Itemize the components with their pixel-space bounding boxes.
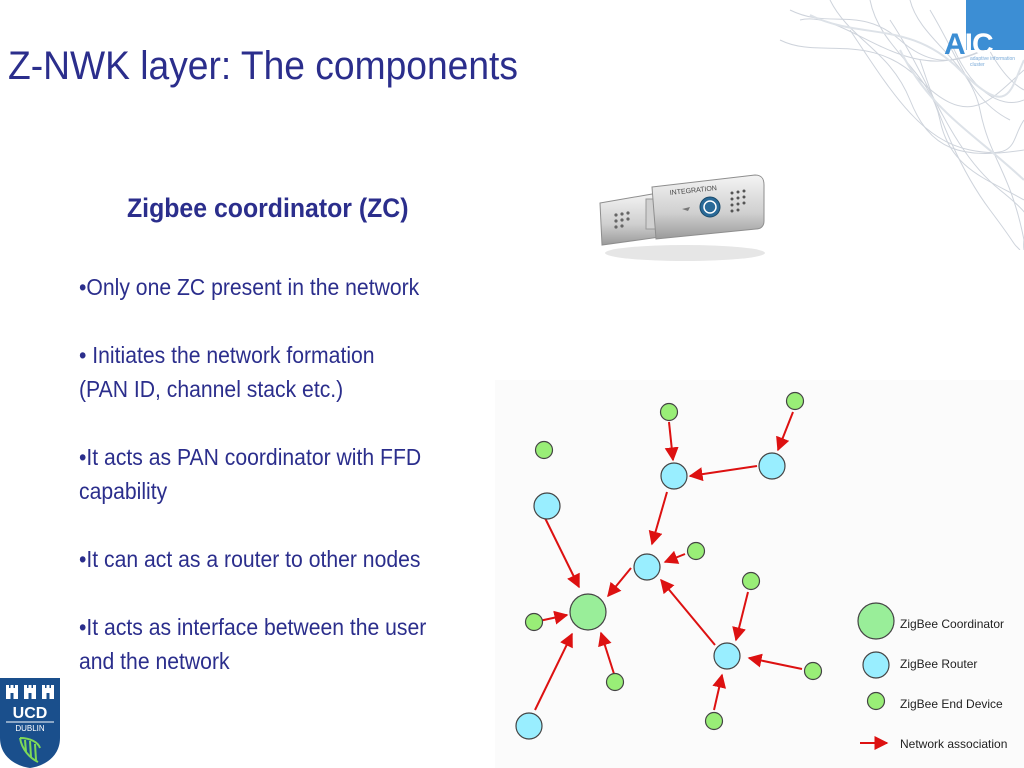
zigbee-end-device-node (741, 571, 761, 591)
zigbee-router-node (515, 712, 543, 740)
slide-title: Z-NWK layer: The components (8, 44, 518, 88)
diagram-legend: ZigBee Coordinator ZigBee Router ZigBee … (857, 602, 1007, 751)
zigbee-router-node (533, 492, 561, 520)
zigbee-usb-dongle-image: INTEGRATION (599, 174, 765, 261)
decorative-lace-image (779, 0, 1024, 250)
dongle-brand-label: INTEGRATION (669, 185, 717, 197)
ucd-logo-text: UCD (13, 705, 48, 722)
zigbee-end-device-node (605, 672, 625, 692)
legend-router-swatch (862, 651, 890, 679)
bullet-item: •It acts as interface between the user a… (79, 610, 465, 678)
aic-logo: AIC adaptive information cluster (940, 0, 1024, 68)
zigbee-coordinator-node (569, 593, 607, 631)
zigbee-router-node (713, 642, 741, 670)
zigbee-end-device-node (803, 661, 823, 681)
legend-coordinator-swatch (857, 602, 895, 640)
bullet-item: • Initiates the network formation (PAN I… (79, 338, 465, 406)
aic-letter-a: A (944, 28, 966, 61)
bullet-line: and the network (79, 648, 230, 674)
legend-end-device-label: ZigBee End Device (900, 697, 1003, 711)
harp-icon (19, 737, 41, 763)
ucd-logo-dublin-text: DUBLIN (15, 724, 45, 733)
zigbee-end-device-node (686, 541, 706, 561)
zigbee-end-device-node (659, 402, 679, 422)
ucd-dublin-logo: UCD DUBLIN (0, 678, 60, 768)
bullet-line: •It can act as a router to other nodes (79, 546, 421, 572)
zigbee-end-device-node (524, 612, 544, 632)
legend-association-label: Network association (900, 737, 1007, 751)
aic-logo-text: AIC (944, 28, 994, 62)
legend-router-label: ZigBee Router (900, 657, 977, 671)
slide-subtitle: Zigbee coordinator (ZC) (127, 193, 409, 223)
bullet-line: •It acts as PAN coordinator with FFD (79, 444, 422, 470)
bullet-line: capability (79, 478, 168, 504)
zigbee-network-diagram: ZigBee Coordinator ZigBee Router ZigBee … (495, 380, 1024, 768)
bullet-list: •Only one ZC present in the network • In… (79, 270, 499, 712)
network-association-arrows (534, 411, 889, 750)
bullet-line: •It acts as interface between the user (79, 614, 427, 640)
aic-letters-ic: IC (964, 28, 994, 61)
bullet-item: •Only one ZC present in the network (79, 270, 465, 304)
zigbee-end-device-node (534, 440, 554, 460)
bullet-item: •It acts as PAN coordinator with FFD cap… (79, 440, 465, 508)
bullet-line: •Only one ZC present in the network (79, 274, 420, 300)
bullet-item: •It can act as a router to other nodes (79, 542, 465, 576)
legend-end-device-swatch (866, 691, 886, 711)
zigbee-router-node (660, 462, 688, 490)
aic-logo-box (966, 0, 1024, 50)
zigbee-end-device-node (785, 391, 805, 411)
legend-coordinator-label: ZigBee Coordinator (900, 617, 1004, 631)
bullet-line: (PAN ID, channel stack etc.) (79, 376, 344, 402)
zigbee-end-device-node (704, 711, 724, 731)
zigbee-router-node (633, 553, 661, 581)
zigbee-router-node (758, 452, 786, 480)
bullet-line: • Initiates the network formation (79, 342, 375, 368)
aic-tagline: adaptive information cluster (970, 56, 1016, 68)
